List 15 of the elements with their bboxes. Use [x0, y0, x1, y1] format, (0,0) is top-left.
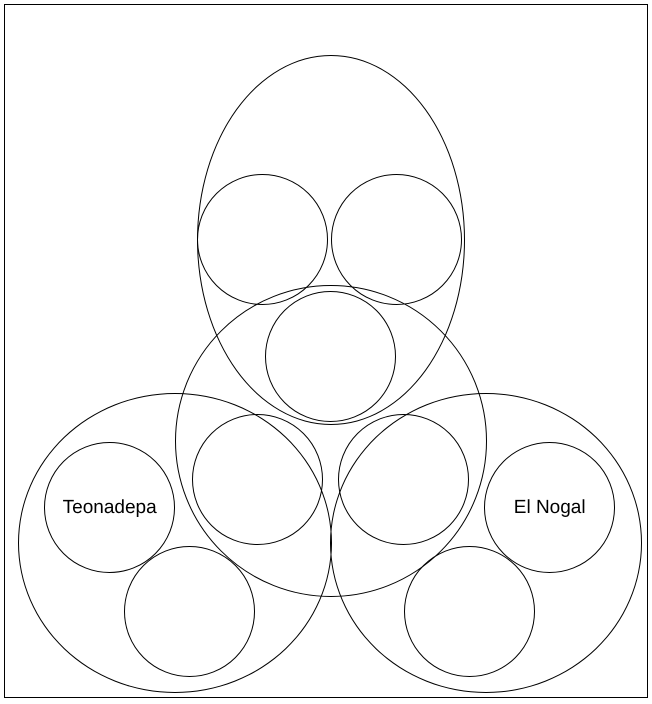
- oval-shape: [330, 393, 642, 693]
- circle-shape: [124, 546, 256, 678]
- circle-shape: [484, 442, 616, 574]
- circle-shape: [44, 442, 176, 574]
- oval-shape: [197, 55, 465, 425]
- circle-shape: [331, 174, 462, 306]
- circle-shape: [404, 546, 536, 678]
- circle-shape: [265, 291, 396, 422]
- circle-shape: [338, 414, 469, 545]
- oval-shape: [18, 393, 332, 693]
- circle-shape: [175, 285, 487, 597]
- circle-shape: [192, 414, 323, 545]
- place-label: Teonadepa: [62, 496, 157, 519]
- circle-shape: [197, 174, 328, 306]
- place-label: El Nogal: [514, 496, 586, 519]
